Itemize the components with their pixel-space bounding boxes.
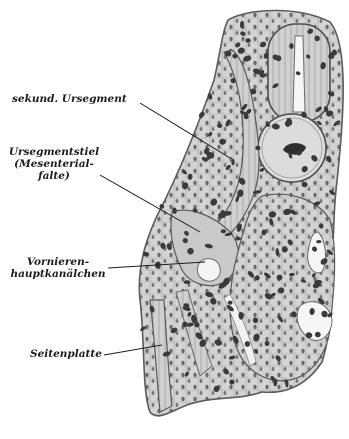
nucleus <box>255 275 260 280</box>
label-ursegmentstiel-line3: falte) <box>8 170 100 182</box>
label-vornieren-line2: hauptkanälchen <box>6 268 110 280</box>
label-vornieren-hauptkanaelchen: Vornieren- hauptkanälchen <box>6 256 110 280</box>
label-ursegmentstiel-line2: (Mesenterial- <box>8 158 100 170</box>
label-ursegmentstiel: Ursegmentstiel (Mesenterial- falte) <box>8 146 100 182</box>
label-ursegmentstiel-line1: Ursegmentstiel <box>8 146 100 158</box>
nucleus <box>289 43 293 49</box>
label-sekund-ursegment: sekund. Ursegment <box>12 93 127 105</box>
label-seitenplatte: Seitenplatte <box>30 348 102 360</box>
label-vornieren-line1: Vornieren- <box>6 256 110 268</box>
